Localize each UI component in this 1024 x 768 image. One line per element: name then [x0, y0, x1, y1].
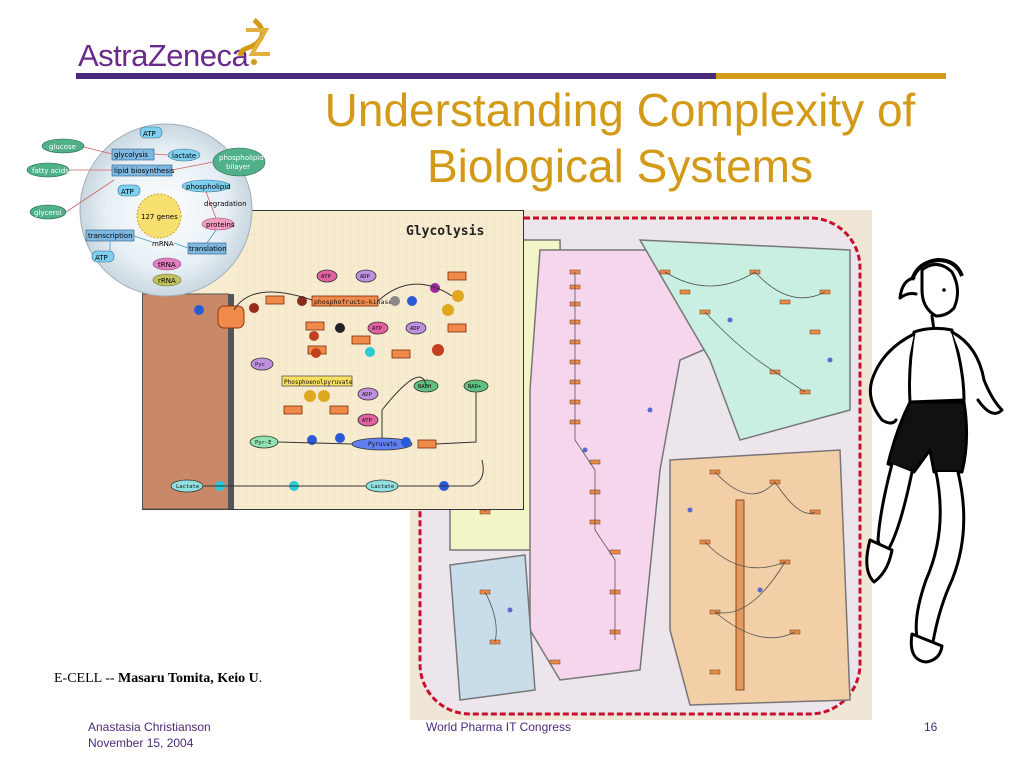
genes-label: 127 genes — [141, 213, 178, 221]
cell-diagram: ATP glucose glycolysis lactate fatty aci… — [26, 123, 266, 297]
adp-2-label: ADP — [410, 326, 421, 332]
fatty-acids-label: fatty acids — [32, 167, 69, 175]
company-logo-text: AstraZeneca — [78, 38, 249, 73]
rrna-label: rRNA — [158, 277, 176, 285]
footer-author: Anastasia Christianson — [88, 720, 211, 734]
caption-suffix: . — [258, 671, 263, 686]
atp-1-label: ATP — [321, 274, 332, 280]
proteins-label: proteins — [206, 221, 235, 229]
glycolysis-title: Glycolysis — [406, 224, 484, 239]
adp-1-label: ADP — [360, 274, 371, 280]
pfk-label: phosphofructo-kinase — [314, 298, 392, 306]
translation-label: translation — [189, 245, 227, 253]
page-number: 16 — [924, 720, 938, 734]
nad-label: NAD+ — [468, 384, 482, 390]
atp-mid-label: ATP — [121, 188, 134, 196]
company-logo-mark-icon — [237, 18, 270, 65]
nadh-label: NADH — [418, 384, 431, 390]
caption-prefix: E-CELL -- — [54, 671, 119, 686]
phospholipid-bilayer-label-2: bilayer — [226, 163, 250, 171]
runner-illustration — [865, 257, 1004, 664]
mrna-label: mRNA — [152, 240, 174, 248]
pyc-label: Pyc — [255, 362, 265, 368]
lipid-biosynthesis-label: lipid biosynthesis — [114, 167, 175, 175]
glucose-label: glucose — [49, 143, 76, 151]
lactate-label: lactate — [172, 152, 196, 160]
header-rule-purple — [76, 73, 716, 79]
atp-3-label: ATP — [362, 418, 373, 424]
pyr-e-label: Pyr-E — [255, 440, 272, 446]
phospholipid-bilayer-label-1: phospholipid — [219, 154, 264, 162]
transcription-label: transcription — [88, 232, 133, 240]
slide-title-line1: Understanding Complexity of — [324, 84, 916, 136]
degradation-label: degradation — [204, 200, 247, 208]
glycolysis-label: glycolysis — [114, 151, 148, 159]
footer-date: November 15, 2004 — [88, 736, 194, 750]
pyruvate-label: Pyruvate — [368, 441, 397, 448]
lactate-right-label: Lactate — [371, 484, 394, 490]
slide-title-line2: Biological Systems — [426, 140, 814, 192]
figure-caption: E-CELL -- Masaru Tomita, Keio U. — [54, 671, 262, 687]
atp-top-label: ATP — [143, 130, 156, 138]
slide-title: Understanding Complexity of Biological S… — [260, 82, 980, 194]
atp-2-label: ATP — [372, 326, 383, 332]
footer-event: World Pharma IT Congress — [426, 720, 571, 734]
adp-3-label: ADP — [362, 392, 373, 398]
pep-label: Phosphoenolpyruvate — [284, 379, 353, 386]
glycerol-label: glycerol — [34, 209, 62, 217]
header-rule-gold — [716, 73, 946, 79]
caption-author: Masaru Tomita, Keio U — [118, 671, 259, 686]
phospholipid-label: phospholipid — [186, 183, 231, 191]
glycolysis-panel: Glycolysis phosphofructo-kinase ATP ADP … — [142, 210, 524, 510]
atp-bottom-label: ATP — [95, 254, 108, 262]
ecell-pathway-map — [410, 210, 872, 720]
trna-label: tRNA — [158, 261, 176, 269]
lactate-left-label: Lactate — [176, 484, 199, 490]
